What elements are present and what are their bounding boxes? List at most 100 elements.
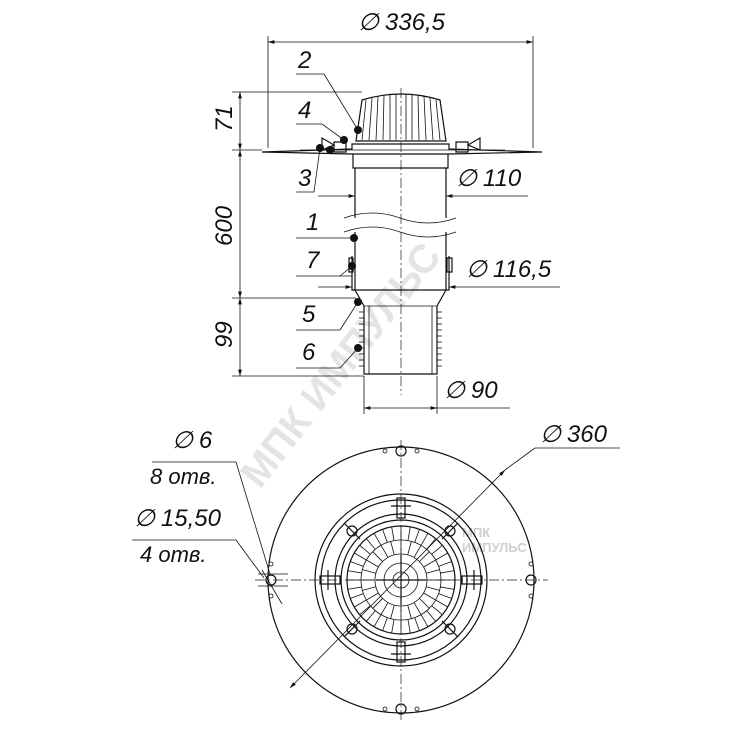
grating-rib-inner (390, 541, 395, 555)
grating-rib-inner (407, 605, 412, 619)
flange-hole-small-3 (382, 706, 388, 712)
grating-rib-inner (366, 592, 379, 601)
flange-hole-small-6 (268, 593, 274, 599)
grating-rib (431, 605, 443, 616)
dim-large-hole-text: ∅15,50 (134, 505, 222, 532)
grating-rib (347, 586, 362, 590)
grating-rib (373, 533, 382, 546)
dim-height-top-text: 71 (211, 105, 238, 132)
plan-view: ∅360 ∅6 8 отв. ∅15,50 4 отв. (132, 421, 620, 720)
grating-rib-inner (362, 586, 376, 591)
grating-rib (435, 599, 448, 608)
dim-vertical-chain: 71 600 99 (211, 91, 364, 377)
seal-ring-right (446, 257, 453, 273)
dim-total-width: ∅336,5 (267, 9, 534, 148)
flange-hole-small-7 (528, 561, 534, 567)
grating-rib (414, 529, 420, 543)
grating-rib-inner (366, 559, 379, 568)
dim-pipe-diameter-text: ∅110 (456, 165, 522, 192)
flange-plate (261, 143, 543, 155)
grating-rib (414, 617, 420, 631)
elevation-view: ∅336,5 71 600 99 ∅110 (211, 9, 560, 414)
flange-hole-small-8 (528, 593, 534, 599)
grating-rib-inner (362, 569, 376, 574)
grating-rib (440, 586, 455, 590)
flange-hole-right (525, 574, 537, 586)
leader-dot-6 (354, 344, 362, 352)
watermark-main: МПК ИМПУЛЬС (232, 235, 449, 496)
part-label-7: 7 (306, 247, 321, 274)
small-hole-count-text: 8 отв. (150, 464, 217, 489)
grating-rib-inner (372, 551, 383, 562)
dim-large-hole: ∅15,50 4 отв. (132, 505, 288, 605)
grating-rib-inner (426, 586, 440, 591)
dim-outer-diameter-text: ∅360 (540, 421, 608, 448)
dim-small-hole-text: ∅6 (172, 427, 213, 454)
dim-small-hole: ∅6 8 отв. (150, 427, 271, 575)
leader-dot-1 (350, 234, 358, 242)
grating-rib (420, 533, 429, 546)
grating-rib (354, 552, 367, 561)
spigot-scale-marks (359, 311, 442, 367)
grating-rib-inner (419, 551, 430, 562)
reducer-cone (354, 289, 447, 307)
grating-rib-inner (380, 545, 389, 558)
flange-hole-top (395, 445, 407, 457)
grating-rib-inner (426, 569, 440, 574)
grating-rib-inner (413, 602, 422, 615)
large-hole-count-text: 4 отв. (140, 542, 207, 567)
spigot-body (363, 306, 438, 375)
grating-rib (382, 529, 388, 543)
grating-rib (426, 610, 437, 622)
sleeve-seal (351, 256, 450, 291)
grating-rib (420, 614, 429, 627)
clamp-wing-right (455, 136, 481, 153)
dim-spigot-diameter: ∅90 (363, 376, 510, 414)
grating-rib (354, 599, 367, 608)
grating-rib (431, 544, 443, 555)
grating-rib (365, 538, 376, 550)
grating-rib-inner (380, 602, 389, 615)
leader-dot-3b (326, 146, 334, 154)
grating-rib (440, 570, 455, 574)
grating-rib (365, 610, 376, 622)
flange-hole-small-1 (382, 448, 388, 454)
grating-rib (347, 570, 362, 574)
leader-dot-3 (316, 144, 324, 152)
grating-rib-inner (390, 605, 395, 619)
flange-hole-small-2 (414, 448, 420, 454)
pipe-upper (352, 154, 449, 169)
grating-rib-inner (423, 559, 436, 568)
grating-rib (435, 552, 448, 561)
dim-sleeve-diameter-text: ∅116,5 (466, 256, 552, 283)
grating-rib (350, 561, 364, 567)
dim-total-width-text: ∅336,5 (358, 9, 446, 36)
dim-sleeve-diameter: ∅116,5 (318, 256, 560, 289)
part-label-6: 6 (302, 339, 316, 366)
dim-spigot-diameter-text: ∅90 (444, 377, 498, 404)
part-leaders: 2 4 3 1 7 5 (296, 47, 362, 369)
flange-hole-small-4 (414, 706, 420, 712)
grating-rib (391, 526, 395, 541)
grating-rib (382, 617, 388, 631)
grating-rib (438, 561, 452, 567)
break-line-top (343, 212, 457, 224)
grating-rib (407, 526, 411, 541)
grating-rib (350, 593, 364, 599)
dim-height-bottom-text: 99 (211, 321, 238, 348)
grating-rib (359, 544, 371, 555)
grating-rib (438, 593, 452, 599)
grating-rib (391, 619, 395, 634)
break-line-bottom (343, 226, 457, 238)
grating-rib (359, 605, 371, 616)
grating-rib-inner (372, 598, 383, 609)
grating-rib-inner (419, 598, 430, 609)
dim-outer-diameter: ∅360 (289, 421, 620, 689)
grating-rib-inner (413, 545, 422, 558)
leaf-guard-ribs (361, 94, 441, 141)
leader-dot-4 (340, 136, 348, 144)
grating-rib (373, 614, 382, 627)
leaf-guard-dome (355, 93, 447, 142)
part-label-3: 3 (298, 165, 312, 192)
